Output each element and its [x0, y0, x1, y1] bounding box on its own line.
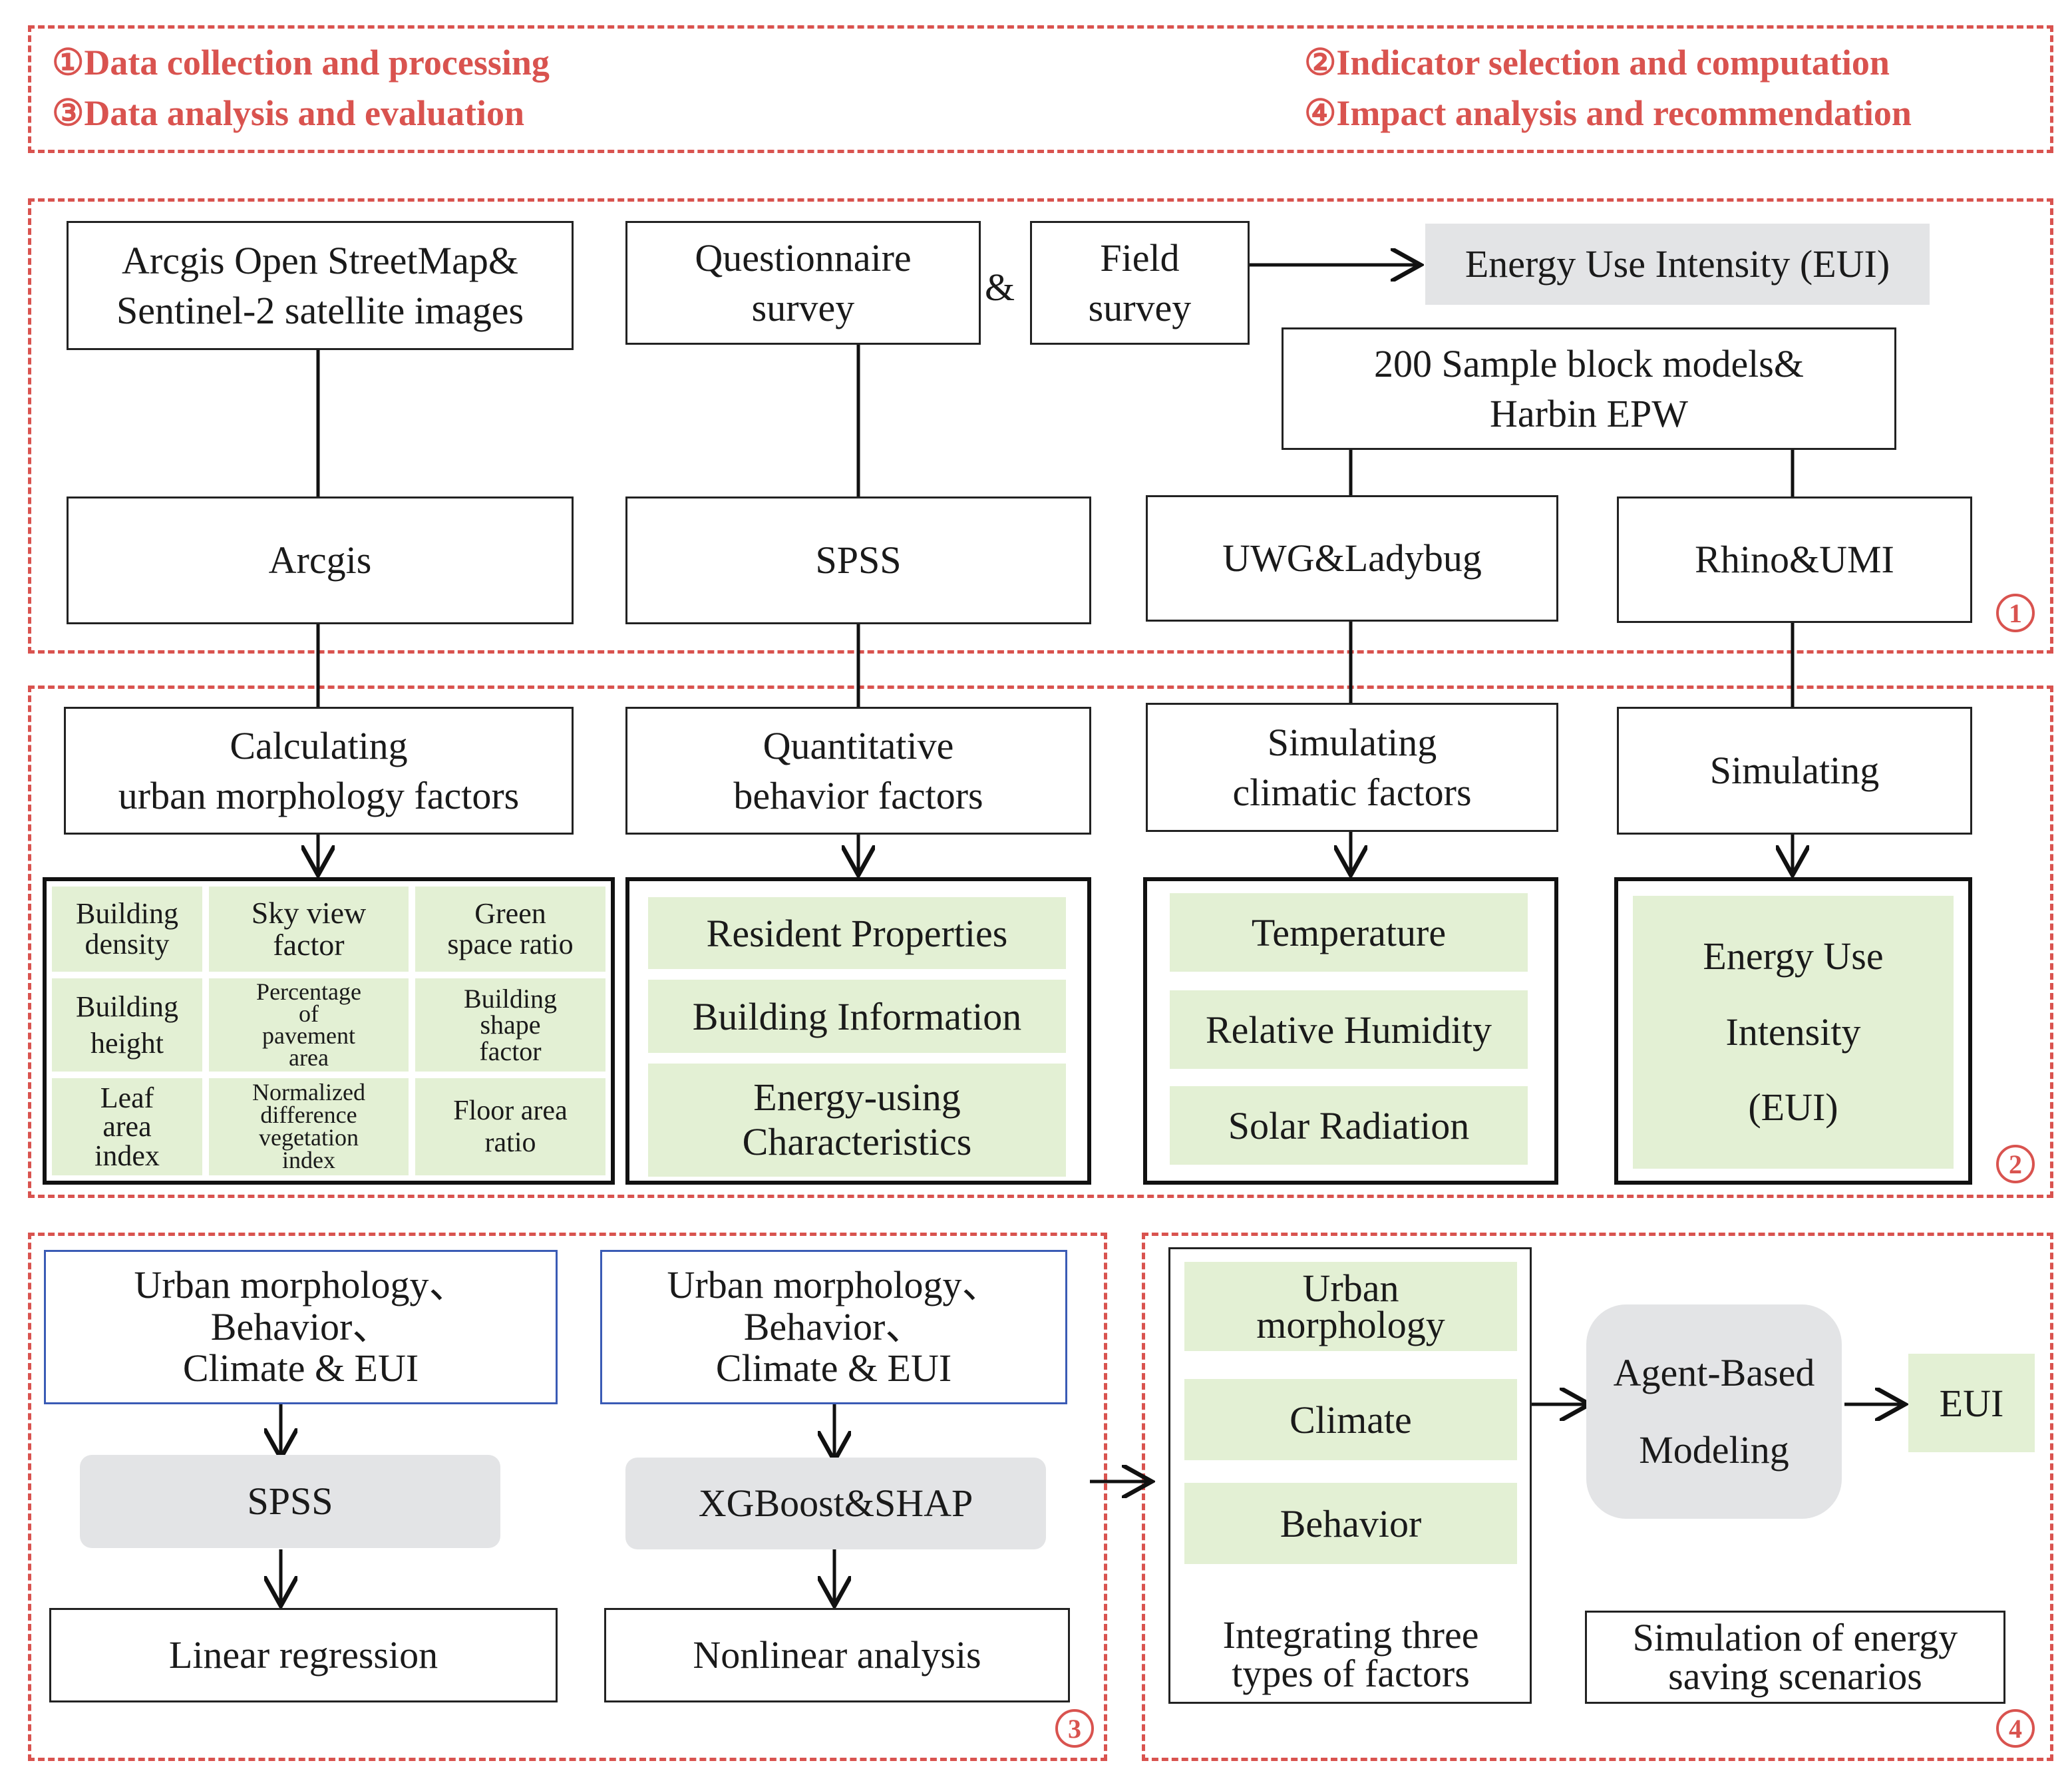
section-1-number: 1 — [1996, 594, 2035, 632]
legend-step-1: ①Data collection and processing — [52, 43, 550, 83]
uwg-ladybug-tool: UWG&Ladybug — [1146, 495, 1558, 622]
sample-block-models: 200 Sample block models& Harbin EPW — [1282, 327, 1896, 450]
questionnaire-survey: Questionnaire survey — [625, 221, 981, 345]
simulating-climatic-factors: Simulating climatic factors — [1146, 703, 1558, 832]
factor-building-density: Building density — [52, 887, 202, 972]
simulation-energy-saving: Simulation of energy saving scenarios — [1585, 1611, 2005, 1704]
calculating-urban-morphology-factors: Calculating urban morphology factors — [64, 707, 574, 835]
agent-based-modeling: Agent-Based Modeling — [1586, 1304, 1842, 1519]
section-2-number: 2 — [1996, 1145, 2035, 1183]
section-4-number: 4 — [1996, 1709, 2035, 1748]
factor-relative-humidity: Relative Humidity — [1170, 990, 1528, 1069]
regression-inputs-left: Urban morphology、 Behavior、 Climate & EU… — [44, 1250, 558, 1404]
legend-step-3: ③Data analysis and evaluation — [52, 93, 525, 133]
factor-floor-area-ratio: Floor area ratio — [415, 1078, 605, 1175]
field-survey: Field survey — [1030, 221, 1250, 345]
factor-building-height: Building height — [52, 978, 202, 1072]
factor-building-shape: Building shape factor — [415, 978, 605, 1072]
nonlinear-analysis: Nonlinear analysis — [604, 1608, 1070, 1702]
xgboost-shap-analysis: XGBoost&SHAP — [625, 1458, 1046, 1549]
section-1-frame — [28, 198, 2053, 654]
section-2-frame — [28, 686, 2053, 1198]
factor-leaf-area-index: Leaf area index — [52, 1078, 202, 1175]
spss-analysis: SPSS — [80, 1455, 500, 1548]
section-3-number: 3 — [1055, 1709, 1094, 1748]
spss-tool: SPSS — [625, 496, 1091, 624]
legend-step-2: ②Indicator selection and computation — [1304, 43, 1890, 83]
factor-resident-properties: Resident Properties — [648, 897, 1066, 969]
section-3-frame — [28, 1233, 1107, 1761]
factor-sky-view: Sky view factor — [209, 887, 409, 972]
ampersand: & — [985, 266, 1015, 309]
factor-energy-using-characteristics: Energy-using Characteristics — [648, 1064, 1066, 1177]
eui-result: Energy Use Intensity (EUI) — [1633, 896, 1954, 1169]
arcgis-tool: Arcgis — [67, 496, 574, 624]
arcgis-osm-sentinel-source: Arcgis Open StreetMap& Sentinel-2 satell… — [67, 221, 574, 350]
simulating-eui: Simulating — [1617, 707, 1972, 835]
factor-climate: Climate — [1184, 1379, 1517, 1460]
regression-inputs-right: Urban morphology、 Behavior、 Climate & EU… — [600, 1250, 1067, 1404]
factor-pavement-area: Percentage of pavement area — [209, 978, 409, 1072]
rhino-umi-tool: Rhino&UMI — [1617, 496, 1972, 623]
legend-step-4: ④Impact analysis and recommendation — [1304, 93, 1912, 133]
factor-urban-morphology: Urban morphology — [1184, 1262, 1517, 1351]
factor-solar-radiation: Solar Radiation — [1170, 1086, 1528, 1165]
eui-output-label: Energy Use Intensity (EUI) — [1425, 224, 1930, 305]
quantitative-behavior-factors: Quantitative behavior factors — [625, 707, 1091, 835]
legend-frame — [28, 25, 2053, 153]
integrating-label: Integrating three types of factors — [1222, 1613, 1479, 1695]
factor-behavior: Behavior — [1184, 1483, 1517, 1564]
eui-outcome: EUI — [1908, 1354, 2035, 1452]
factor-green-space-ratio: Green space ratio — [415, 887, 605, 972]
linear-regression: Linear regression — [49, 1608, 558, 1702]
factor-ndvi: Normalized difference vegetation index — [209, 1078, 409, 1175]
factor-temperature: Temperature — [1170, 893, 1528, 972]
factor-building-information: Building Information — [648, 980, 1066, 1053]
